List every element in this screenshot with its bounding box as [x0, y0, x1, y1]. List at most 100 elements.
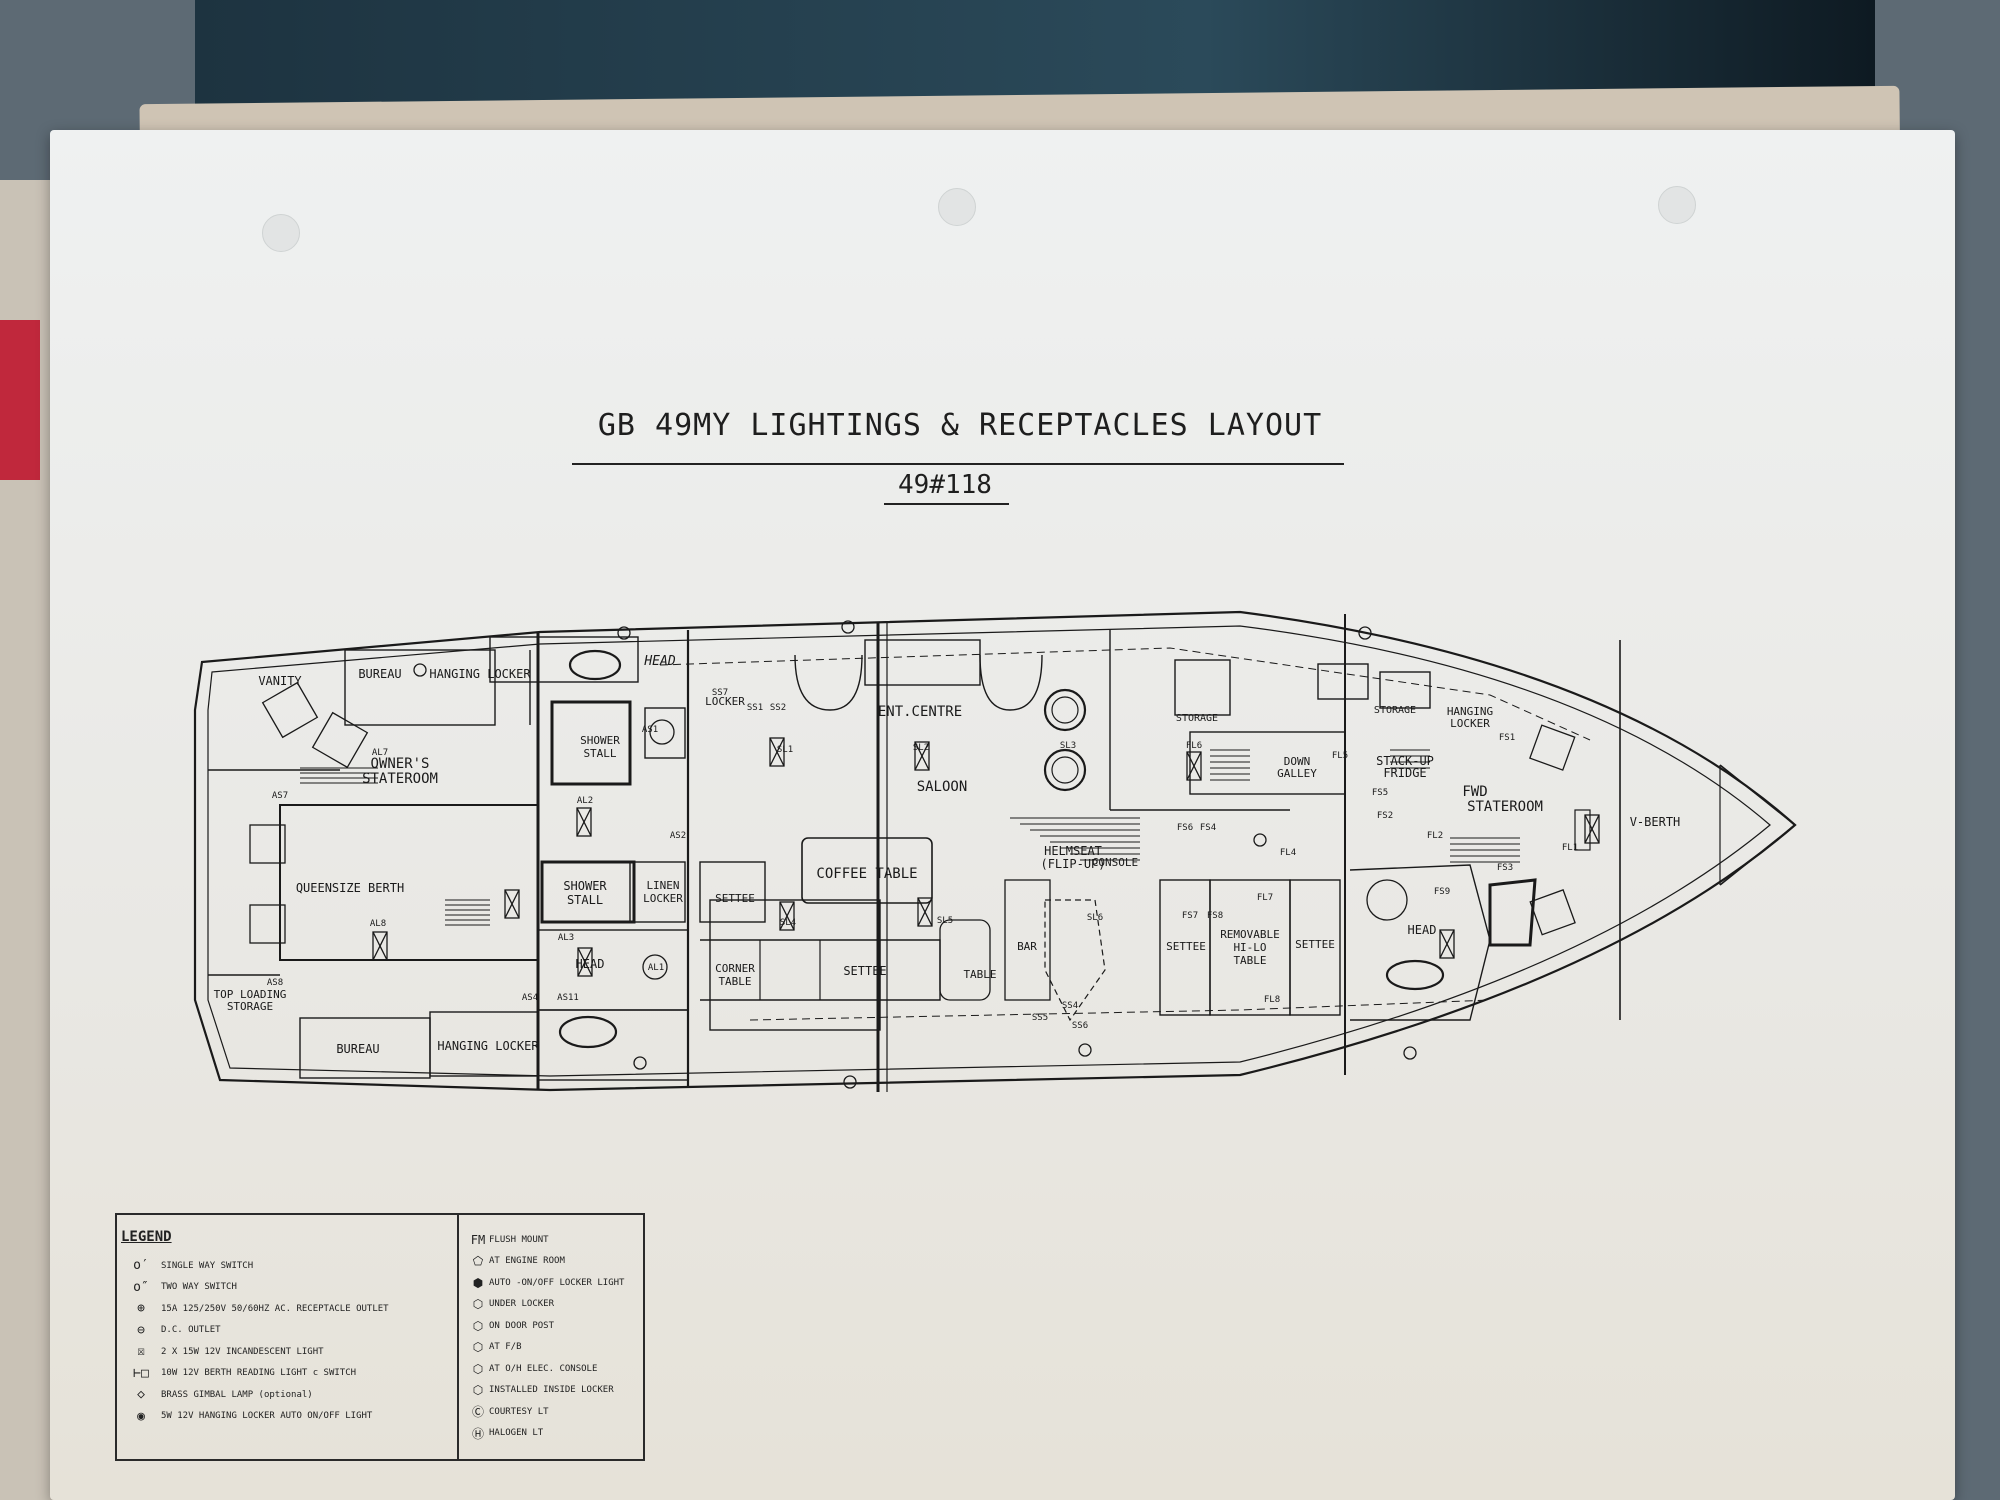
- legend-text: TWO WAY SWITCH: [161, 1282, 237, 1293]
- hull-inner: [207, 625, 1771, 1077]
- fixture-tag: FS5: [1372, 788, 1388, 798]
- gimbal-lamp-icon: ◇: [137, 1387, 145, 1403]
- fixture-tag: FS7: [1182, 911, 1198, 921]
- label-removable-3: TABLE: [1233, 954, 1266, 967]
- label-head-fwd: HEAD: [1408, 923, 1437, 937]
- legend-text: 5W 12V HANGING LOCKER AUTO ON/OFF LIGHT: [161, 1411, 373, 1422]
- flush-mount-icon: FM: [470, 1232, 486, 1247]
- label-owners-2: STATEROOM: [362, 771, 438, 787]
- flybridge-icon: ⬡: [472, 1340, 484, 1355]
- fixture-tag: FS9: [1434, 887, 1450, 897]
- legend-item: ⬠ AT ENGINE ROOM: [467, 1251, 637, 1273]
- label-removable-1: REMOVABLE: [1220, 928, 1280, 941]
- label-top-loading-1: TOP LOADING: [214, 988, 287, 1001]
- fixture-tag: FS4: [1200, 823, 1216, 833]
- label-console: CONSOLE: [1092, 856, 1138, 869]
- label-down-galley-1: DOWN: [1284, 755, 1311, 768]
- drawing-title: GB 49MY LIGHTINGS & RECEPTACLES LAYOUT: [597, 408, 1323, 443]
- fixture-tag: FL8: [1264, 995, 1280, 1005]
- fixture-tag: SS7: [712, 688, 728, 698]
- label-head-mid: HEAD: [576, 957, 605, 971]
- door-post-icon: ⬡: [472, 1318, 484, 1333]
- legend-text: FLUSH MOUNT: [489, 1234, 549, 1245]
- elec-console-icon: ⬡: [472, 1361, 484, 1376]
- label-storage-2: STORAGE: [1374, 705, 1416, 716]
- legend-item: ⬡ ON DOOR POST: [467, 1315, 637, 1337]
- fixture-tag: FL7: [1257, 893, 1273, 903]
- label-settee-4: SETTEE: [1295, 938, 1335, 951]
- legend-item: ⬢ AUTO -ON/OFF LOCKER LIGHT: [467, 1272, 637, 1294]
- label-settee-3: SETTEE: [1166, 940, 1206, 953]
- engine-room-icon: ⬠: [472, 1254, 484, 1269]
- legend-text: AT O/H ELEC. CONSOLE: [489, 1363, 598, 1374]
- label-hanging-locker-top: HANGING LOCKER: [429, 667, 531, 681]
- label-fwd-stateroom-2: STATEROOM: [1467, 799, 1543, 815]
- fixture-tag: SL2: [913, 743, 929, 753]
- fixture-tag: AL2: [577, 796, 593, 806]
- drawing-sheet: [50, 130, 1955, 1500]
- fixture-tag: SL1: [777, 745, 793, 755]
- fixture-tag: AL8: [370, 919, 386, 929]
- reading-light-icon: ⊢□: [133, 1365, 149, 1381]
- label-shower-bottom-1: SHOWER: [563, 879, 607, 893]
- floor-plan: VANITY BUREAU HANGING LOCKER HEAD OWNER'…: [193, 610, 1797, 1092]
- legend-item: ⊕15A 125/250V 50/60HZ AC. RECEPTACLE OUT…: [121, 1298, 451, 1320]
- legend-item: ⬡UNDER LOCKER: [467, 1294, 637, 1316]
- fixture-tag: AL7: [372, 748, 388, 758]
- legend-text: UNDER LOCKER: [489, 1299, 555, 1310]
- label-table: TABLE: [963, 968, 996, 981]
- label-hanging-locker-bottom: HANGING LOCKER: [437, 1039, 539, 1053]
- legend-item: ⬡ AT O/H ELEC. CONSOLE: [467, 1358, 637, 1380]
- label-head-top: HEAD: [643, 654, 675, 669]
- legend-text: AUTO -ON/OFF LOCKER LIGHT: [489, 1277, 625, 1288]
- fixture-tag: AS11: [557, 993, 579, 1003]
- fixture-tag: FL1: [1562, 843, 1578, 853]
- label-top-loading-2: STORAGE: [227, 1000, 273, 1013]
- punch-hole: [1658, 186, 1696, 224]
- auto-locker-light-icon: ⬢: [472, 1275, 484, 1290]
- fixture-tag: SS2: [770, 703, 786, 713]
- label-locker: LOCKER: [705, 695, 745, 708]
- two-way-switch-icon: o″: [133, 1279, 149, 1295]
- label-helmseat-2: (FLIP-UP): [1040, 857, 1105, 871]
- fixture-tag: SL5: [937, 916, 953, 926]
- label-fwd-stateroom-1: FWD: [1462, 784, 1487, 800]
- label-removable-2: HI-LO: [1233, 941, 1266, 954]
- legend-item: ⊢□10W 12V BERTH READING LIGHT c SWITCH: [121, 1363, 451, 1385]
- legend-box: LEGEND o′SINGLE WAY SWITCH o″ TWO WAY SWI…: [115, 1213, 645, 1461]
- label-ent-centre: ENT.CENTRE: [878, 704, 962, 720]
- legend-text: D.C. OUTLET: [161, 1325, 221, 1336]
- fixture-tag: SL6: [1087, 913, 1103, 923]
- fixture-tag: SS1: [747, 703, 763, 713]
- fixture-tag: SS6: [1072, 1021, 1088, 1031]
- fixture-tag: FS1: [1499, 733, 1515, 743]
- label-hanging-fwd-2: LOCKER: [1450, 717, 1490, 730]
- fixture-tag: AS8: [267, 978, 283, 988]
- courtesy-light-icon: Ⓒ: [471, 1405, 484, 1420]
- fixture-tag: FL2: [1427, 831, 1443, 841]
- punch-hole: [938, 188, 976, 226]
- legend-item: o′SINGLE WAY SWITCH: [121, 1255, 451, 1277]
- label-settee-1: SETTEE: [715, 892, 755, 905]
- legend-text: SINGLE WAY SWITCH: [161, 1260, 254, 1271]
- label-corner-1: CORNER: [715, 962, 755, 975]
- legend-item: o″ TWO WAY SWITCH: [121, 1277, 451, 1299]
- legend-divider: [457, 1215, 459, 1459]
- drawing-number: 49#118: [898, 470, 992, 500]
- legend-item: Ⓒ COURTESY LT: [467, 1401, 637, 1423]
- legend-text: AT ENGINE ROOM: [489, 1256, 565, 1267]
- receptacle-icon: ⊕: [137, 1301, 145, 1317]
- legend-text: COURTESY LT: [489, 1406, 549, 1417]
- label-owners-1: OWNER'S: [370, 756, 429, 772]
- legend-text: INSTALLED INSIDE LOCKER: [489, 1385, 614, 1396]
- fixture-tag: AS2: [670, 831, 686, 841]
- locker-light-icon: ◉: [137, 1408, 145, 1424]
- label-linen-1: LINEN: [646, 879, 679, 892]
- fixture-tag: SL4: [780, 918, 796, 928]
- label-coffee-table: COFFEE TABLE: [816, 866, 917, 882]
- legend-title: LEGEND: [121, 1229, 172, 1245]
- fixture-tag: FS6: [1177, 823, 1193, 833]
- legend-text: ON DOOR POST: [489, 1320, 555, 1331]
